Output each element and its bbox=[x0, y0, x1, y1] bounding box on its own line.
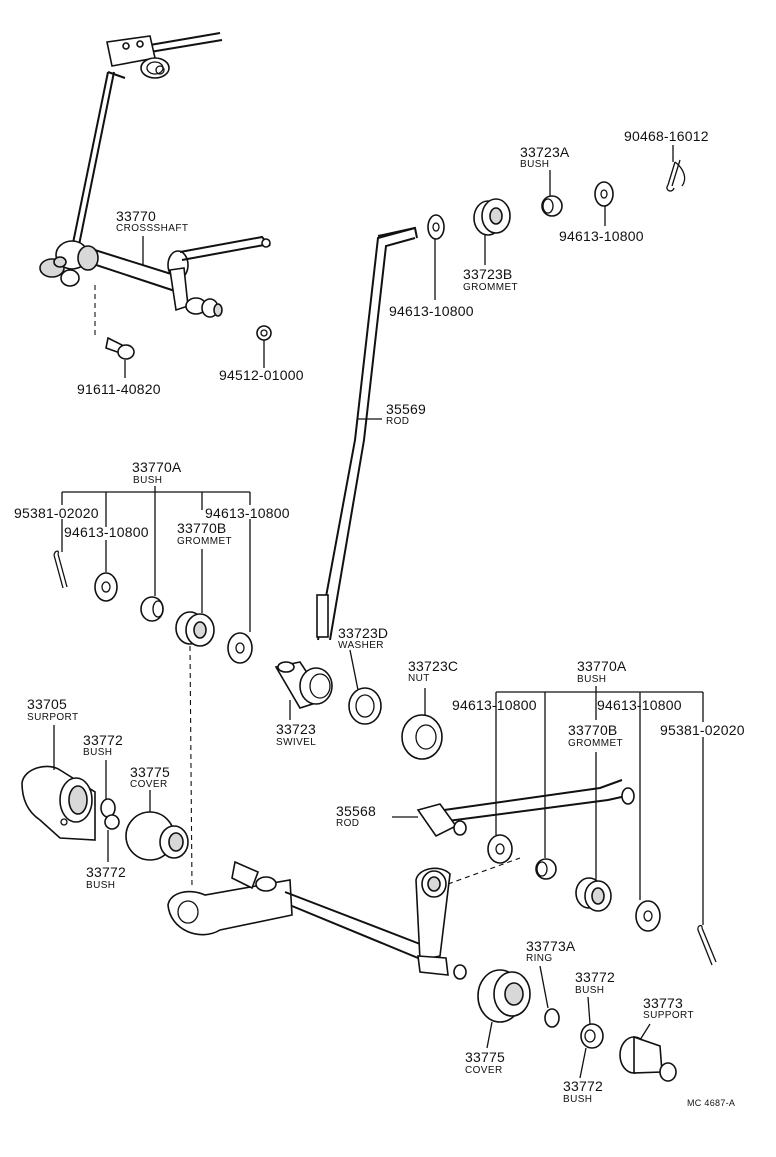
part-33772-d-number: 33772 bbox=[563, 1078, 603, 1094]
part-33773-number: 33773 bbox=[643, 995, 683, 1011]
part-33772-c-name: BUSH bbox=[575, 985, 605, 996]
left-bushing-set-drawing bbox=[53, 550, 253, 889]
part-33723A-name: BUSH bbox=[520, 159, 550, 170]
part-33723D-number: 33723D bbox=[338, 625, 389, 641]
part-33775-b-number: 33775 bbox=[465, 1049, 505, 1065]
part-33705-name: SURPORT bbox=[27, 712, 79, 723]
part-33770B-right-number: 33770B bbox=[568, 722, 618, 738]
part-33772-a-name: BUSH bbox=[83, 747, 113, 758]
lower-linkage-drawing bbox=[167, 779, 717, 1082]
upper-rod-parts-drawing bbox=[316, 159, 686, 641]
crossshaft-assembly-drawing bbox=[39, 32, 272, 360]
part-33770A-left-name: BUSH bbox=[133, 475, 163, 486]
part-33775-a-name: COVER bbox=[130, 779, 168, 790]
part-33773A-number: 33773A bbox=[526, 938, 576, 954]
part-33723B-name: GROMMET bbox=[463, 282, 519, 293]
leader-lines bbox=[53, 145, 704, 1079]
part-33772-b-name: BUSH bbox=[86, 880, 116, 891]
part-95381-right-number: 95381-02020 bbox=[660, 722, 745, 738]
part-33770A-right-name: BUSH bbox=[577, 674, 607, 685]
part-33770B-left-name: GROMMET bbox=[177, 536, 233, 547]
part-33775-a-number: 33775 bbox=[130, 764, 170, 780]
part-95381-left-number: 95381-02020 bbox=[14, 505, 99, 521]
part-33772-a-number: 33772 bbox=[83, 732, 123, 748]
part-35568-name: ROD bbox=[336, 818, 360, 829]
part-35569-name: ROD bbox=[386, 416, 410, 427]
part-33770-number: 33770 bbox=[116, 208, 156, 224]
part-33773A-name: RING bbox=[526, 953, 553, 964]
part-33723C-name: NUT bbox=[408, 673, 430, 684]
part-94613-top-mid-number: 94613-10800 bbox=[389, 303, 474, 319]
part-35569-number: 35569 bbox=[386, 401, 426, 417]
drawing-code: MC 4687-A bbox=[687, 1098, 736, 1108]
part-94613-top-right-number: 94613-10800 bbox=[559, 228, 644, 244]
part-33773-name: SUPPORT bbox=[643, 1010, 694, 1021]
part-94613-right-a-number: 94613-10800 bbox=[452, 697, 537, 713]
part-33770B-left-number: 33770B bbox=[177, 520, 227, 536]
left-support-drawing bbox=[21, 765, 189, 861]
part-33772-c-number: 33772 bbox=[575, 969, 615, 985]
part-33770-name: CROSSSHAFT bbox=[116, 223, 189, 234]
part-33723B-number: 33723B bbox=[463, 266, 513, 282]
part-91611-number: 91611-40820 bbox=[77, 381, 161, 397]
part-94512-number: 94512-01000 bbox=[219, 367, 304, 383]
part-35568-number: 35568 bbox=[336, 803, 376, 819]
part-33723A-number: 33723A bbox=[520, 144, 570, 160]
part-33772-b-number: 33772 bbox=[86, 864, 126, 880]
part-90468-number: 90468-16012 bbox=[624, 128, 709, 144]
part-33723D-name: WASHER bbox=[338, 640, 384, 651]
part-33770A-right-number: 33770A bbox=[577, 658, 627, 674]
part-33723-number: 33723 bbox=[276, 721, 316, 737]
part-33772-d-name: BUSH bbox=[563, 1094, 593, 1105]
part-94613-right-b-number: 94613-10800 bbox=[597, 697, 682, 713]
part-33723-name: SWIVEL bbox=[276, 737, 317, 748]
part-33705-number: 33705 bbox=[27, 696, 67, 712]
part-33770A-left-number: 33770A bbox=[132, 459, 182, 475]
swivel-parts-drawing bbox=[274, 661, 443, 760]
part-94613-left-b-number: 94613-10800 bbox=[205, 505, 290, 521]
part-94613-left-a-number: 94613-10800 bbox=[64, 524, 149, 540]
part-33770B-right-name: GROMMET bbox=[568, 738, 624, 749]
part-33775-b-name: COVER bbox=[465, 1065, 503, 1076]
part-33723C-number: 33723C bbox=[408, 658, 459, 674]
